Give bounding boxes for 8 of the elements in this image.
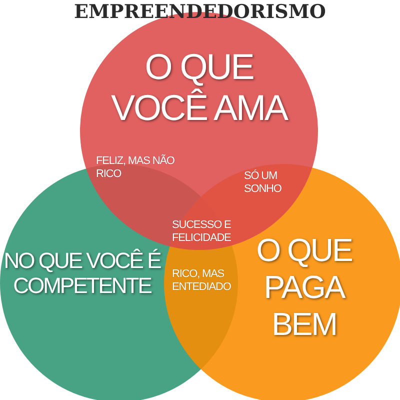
intersection-label: RICO, MAS ENTEDIADO: [172, 268, 232, 294]
intersection-label: FELIZ, MAS NÃO RICO: [96, 155, 176, 181]
intersection-label: SÓ UM SONHO: [244, 170, 282, 196]
intersection-label: SUCESSO E FELICIDADE: [172, 219, 232, 245]
circle-label: NO QUE VOCÊ É COMPETENTE: [2, 248, 162, 299]
title: EMPREENDEDORISMO: [73, 1, 327, 23]
circle-label: O QUE VOCÊ AMA: [110, 46, 288, 129]
circle-label: O QUE PAGA BEM: [255, 232, 353, 342]
